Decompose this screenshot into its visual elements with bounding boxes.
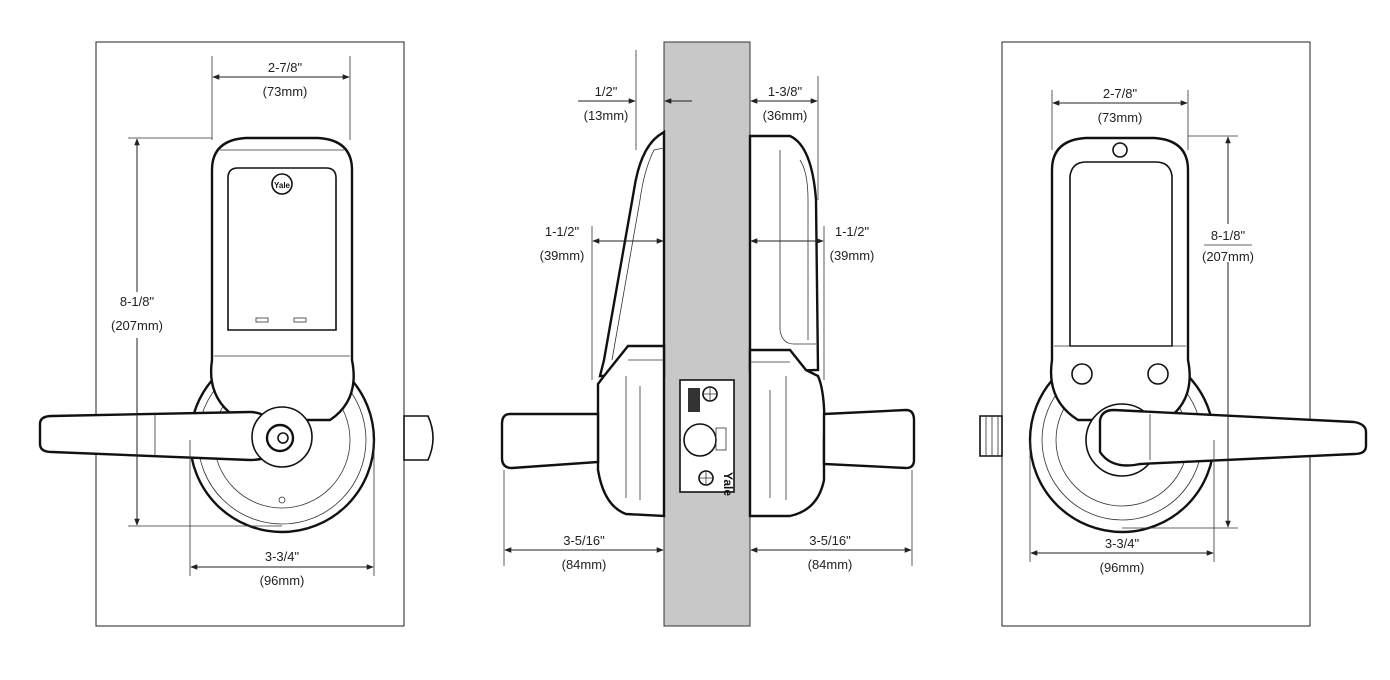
side-interior-housing-step [779,150,816,345]
side-faceplate-yale-text: Yale [721,472,735,496]
front-keypad-panel [227,167,337,331]
side-dim-left-mid-mm: (39mm) [540,248,585,263]
side-dim-left-top-mm: (13mm) [584,108,629,123]
front-dim-height-inches: 8-1/8" [120,294,155,309]
side-dim-right-top-mm: (36mm) [763,108,808,123]
door-section [663,41,751,627]
side-exterior-rose [596,344,666,518]
side-faceplate-screw-bottom-cross [699,471,713,485]
back-button-left [1071,363,1093,385]
side-dim-right-mid-mm: (39mm) [830,248,875,263]
side-dim-left-bottom-inches: 3-5/16" [563,533,605,548]
side-interior-rose-detail [750,361,790,500]
front-yale-logo-badge [271,173,293,195]
back-dim-bottom-mm: (96mm) [1100,560,1145,575]
front-key-slot [277,432,289,444]
side-interior-rose [748,348,826,518]
side-faceplate-latch [683,423,717,457]
back-dim-top-inches: 2-7/8" [1103,86,1138,101]
side-dim-right-bottom-inches: 3-5/16" [809,533,851,548]
front-dim-top-mm: (73mm) [263,84,308,99]
side-exterior-rose-detail [625,359,664,500]
side-dim-left-mid-inches: 1-1/2" [545,224,580,239]
front-dim-bottom-mm: (96mm) [260,573,305,588]
back-cover-screw [1112,142,1128,158]
back-dim-height-mm: (207mm) [1202,249,1254,264]
back-latch-bolt [979,415,1003,457]
front-dim-top-inches: 2-7/8" [268,60,303,75]
side-dim-left-top-inches: 1/2" [595,84,618,99]
front-dim-bottom-inches: 3-3/4" [265,549,300,564]
side-dim-right-top-inches: 1-3/8" [768,84,803,99]
side-dim-right-mid-inches: 1-1/2" [835,224,870,239]
front-rose-screw [278,496,286,504]
back-lever-handle [1098,408,1368,467]
side-interior-housing-edge [799,159,809,340]
back-view-frame [1001,41,1311,627]
front-view: Yale 2-7/8" (73mm) 8-1/8" (207mm) 3-3/4"… [38,41,434,627]
side-exterior-lever [500,412,600,470]
side-interior-lever [822,408,916,470]
side-dim-left-bottom-mm: (84mm) [562,557,607,572]
front-led-right [293,317,307,323]
side-exterior-housing-inner [611,147,665,361]
front-dim-height-mm: (207mm) [111,318,163,333]
front-view-frame [95,41,405,627]
back-dim-top-mm: (73mm) [1098,110,1143,125]
back-battery-cover [1069,161,1173,347]
front-yale-logo-text: Yale [274,181,291,190]
side-faceplate-label [688,388,700,412]
back-latch-ribs [985,416,999,456]
back-dim-bottom-inches: 3-3/4" [1105,536,1140,551]
back-view: 2-7/8" (73mm) 8-1/8" (207mm) 3-3/4" (96m… [979,41,1368,627]
front-latch-bolt [403,415,434,461]
back-button-right [1147,363,1169,385]
side-exterior-housing [598,129,666,378]
back-dim-height-inches: 8-1/8" [1211,228,1246,243]
side-dim-right-bottom-mm: (84mm) [808,557,853,572]
front-led-left [255,317,269,323]
side-faceplate-screw-top-cross [703,387,717,401]
side-view: Yale 1/2" (13mm) 1-3/8" (36mm) 1-1/2" (3… [500,41,916,627]
side-faceplate-latch-notch [715,427,727,451]
side-interior-housing [748,134,820,374]
